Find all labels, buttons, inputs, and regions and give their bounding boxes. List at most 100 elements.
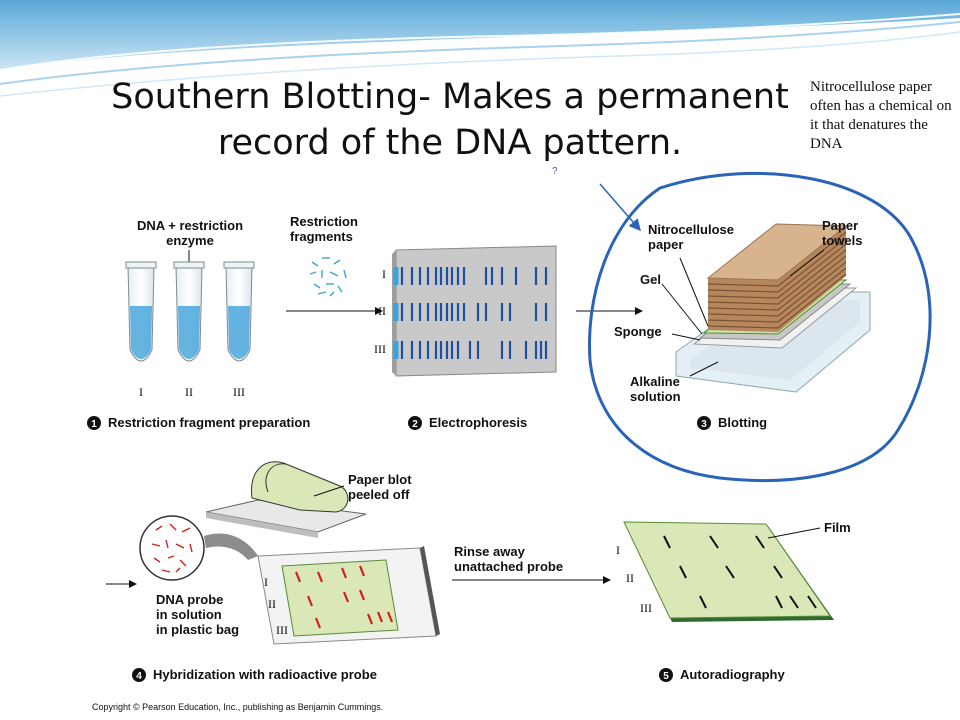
label-dna-probe-line2: in solution — [156, 607, 222, 622]
probe-band — [358, 589, 366, 601]
step3-caption: Blotting — [718, 415, 767, 430]
film-bands — [663, 535, 817, 609]
bag-blot — [281, 559, 399, 637]
label-nitrocellulose-line2: paper — [648, 237, 683, 252]
label-alkaline-line2: solution — [630, 389, 681, 404]
film-lane-label-3: III — [640, 601, 652, 615]
step5-panel: Film I II III 5 Autoradiography — [616, 520, 851, 682]
step4-number-badge — [132, 668, 146, 682]
probe-band — [340, 567, 348, 579]
step5-caption: Autoradiography — [680, 667, 785, 682]
header-wave-band — [0, 0, 960, 97]
handwritten-mark: ? — [552, 166, 558, 177]
tube-3: III — [223, 261, 255, 399]
probe-band — [316, 571, 324, 583]
label-dna-probe-line1: DNA probe — [156, 592, 223, 607]
film-band — [679, 565, 687, 579]
probe-band — [294, 571, 302, 583]
copyright-notice: Copyright © Pearson Education, Inc., pub… — [92, 702, 384, 712]
blotting-label-pointers — [661, 249, 825, 377]
tube-label-2: II — [185, 385, 193, 399]
step5-number: 5 — [663, 671, 669, 682]
fragment-cluster — [309, 257, 347, 297]
film-band — [773, 565, 783, 579]
step2-caption: Electrophoresis — [429, 415, 527, 430]
peeled-paper-blot — [250, 461, 349, 513]
step1-number-badge — [87, 416, 101, 430]
film-lane-label-1: I — [616, 543, 620, 557]
label-paper-blot-line2: peeled off — [348, 487, 410, 502]
label-paper-towels-line1: Paper — [822, 218, 858, 233]
handwritten-circle — [588, 171, 932, 482]
probe-band — [386, 611, 394, 623]
label-nitrocellulose-line1: Nitrocellulose — [648, 222, 734, 237]
step1-panel: DNA + restriction enzyme Restriction fra… — [87, 214, 358, 430]
step5-number-badge — [659, 668, 673, 682]
step3-number-badge — [697, 416, 711, 430]
probe-band — [376, 611, 384, 623]
step4-panel: Paper blot peeled off I II III DNA p — [106, 461, 440, 682]
bag-lane-label-3: III — [276, 623, 288, 637]
tube-label-3: III — [233, 385, 245, 399]
handwritten-arrow — [599, 183, 641, 232]
step2-number-badge — [408, 416, 422, 430]
step1-caption: Restriction fragment preparation — [108, 415, 310, 430]
step2-number: 2 — [412, 419, 418, 430]
film-band — [725, 565, 735, 579]
label-rinse-line2: unattached probe — [454, 559, 563, 574]
glass-plate — [205, 499, 367, 533]
step3-number: 3 — [701, 419, 707, 430]
tube-2: II — [173, 261, 205, 399]
step1-number: 1 — [91, 419, 97, 430]
probe-band — [342, 591, 350, 603]
paper-towel-stack — [706, 223, 848, 332]
probe-band — [366, 613, 374, 625]
film-band — [699, 595, 707, 609]
label-dna-enzyme-line1: DNA + restriction — [137, 218, 243, 233]
film-band — [709, 535, 719, 549]
gel-bands — [393, 267, 548, 359]
probe-band — [358, 565, 366, 577]
autoradiography-film — [623, 521, 831, 619]
gel-lane-label-1: I — [382, 267, 386, 281]
gel-lane-label-2: II — [378, 304, 386, 318]
slide-title: Southern Blotting- Makes a permanent rec… — [100, 74, 800, 166]
film-band — [663, 535, 671, 549]
film-lane-label-2: II — [626, 571, 634, 585]
probe-pour-arrow — [204, 533, 258, 560]
bag-lane-label-1: I — [264, 575, 268, 589]
label-gel: Gel — [640, 272, 661, 287]
gel-lane-label-3: III — [374, 342, 386, 356]
label-sponge: Sponge — [614, 324, 662, 339]
bag-lane-label-2: II — [268, 597, 276, 611]
probe-band — [314, 617, 322, 629]
film-band — [807, 595, 817, 609]
label-paper-blot-line1: Paper blot — [348, 472, 412, 487]
label-film: Film — [824, 520, 851, 535]
slide-title-line2: record of the DNA pattern. — [217, 123, 683, 163]
dna-probe-circle — [139, 515, 205, 581]
label-fragments-line2: fragments — [290, 229, 353, 244]
label-alkaline-line1: Alkaline — [630, 374, 680, 389]
probe-fragments — [151, 523, 193, 573]
probe-bands — [294, 565, 394, 629]
step2-panel: I II III 2 Electrophoresis — [374, 245, 557, 430]
step3-panel: Nitrocellulose paper Paper towels Gel Sp… — [614, 218, 871, 430]
label-paper-towels-line2: towels — [822, 233, 862, 248]
label-fragments-line1: Restriction — [290, 214, 358, 229]
tube-label-1: I — [139, 385, 143, 399]
film-band — [789, 595, 799, 609]
tube-1: I — [125, 261, 157, 399]
slide-title-line1: Southern Blotting- Makes a permanent — [111, 77, 789, 117]
step4-caption: Hybridization with radioactive probe — [153, 667, 377, 682]
step4-number: 4 — [136, 671, 142, 682]
film-band — [755, 535, 765, 549]
label-rinse-line1: Rinse away — [454, 544, 526, 559]
film-band — [775, 595, 783, 609]
probe-band — [306, 595, 314, 607]
label-dna-probe-line3: in plastic bag — [156, 622, 239, 637]
side-note: Nitrocellulose paper often has a chemica… — [810, 79, 952, 152]
label-dna-enzyme-line2: enzyme — [166, 233, 214, 248]
